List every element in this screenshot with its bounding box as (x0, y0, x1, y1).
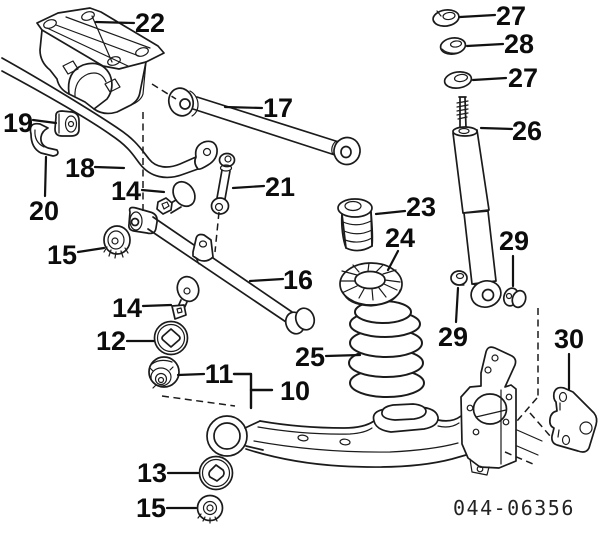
part-22-support-bracket (36, 7, 165, 115)
callout-20: 20 (29, 196, 59, 226)
part-23-bump-stop (337, 198, 374, 252)
leader-line-19 (31, 118, 58, 125)
part-26-shock-absorber (452, 96, 502, 308)
callout-14: 14 (111, 176, 141, 206)
callout-27: 27 (508, 63, 538, 93)
part-29-nut (450, 270, 468, 286)
leader-line-24 (386, 249, 400, 272)
callout-18: 18 (65, 153, 95, 183)
callout-29: 29 (438, 322, 468, 352)
leader-line-18 (93, 165, 126, 170)
leader-line-14 (141, 303, 173, 308)
leader-line-26 (479, 126, 514, 131)
part-14-bolt-lower (171, 275, 200, 320)
callout-16: 16 (283, 265, 313, 295)
part-11-bushing (148, 356, 180, 389)
callout-15: 15 (47, 240, 77, 270)
part-27-washer-lower (443, 71, 473, 89)
diagram-code: 044-06356 (453, 496, 575, 520)
leader-line-14 (140, 188, 166, 194)
part-24-spring-insulator (339, 262, 403, 307)
callout-26: 26 (512, 116, 542, 146)
callout-15: 15 (136, 493, 166, 523)
part-15-nut-lower (196, 494, 224, 524)
callout-27: 27 (496, 1, 526, 31)
part-14-bolt-upper (156, 180, 196, 215)
part-13-cam-plate (198, 455, 234, 491)
part-28-cushion (439, 37, 467, 55)
callout-28: 28 (504, 29, 534, 59)
part-27-retainer-top (432, 9, 460, 27)
callout-14: 14 (112, 293, 142, 323)
part-19-bushing (54, 110, 80, 137)
leader-line-20 (43, 155, 48, 198)
leader-line-22 (94, 20, 136, 25)
callout-30: 30 (554, 324, 584, 354)
leader-line-27 (458, 13, 497, 19)
leader-line-16 (248, 277, 285, 283)
leader-line-21 (231, 184, 266, 190)
leader-line-28 (465, 42, 505, 48)
group-bracket-10-11 (232, 372, 274, 410)
part-25-coil-spring (348, 300, 425, 398)
callout-19: 19 (3, 108, 33, 138)
assembly-dashed-lines (142, 83, 552, 465)
callout-13: 13 (137, 458, 167, 488)
group-bracket-line (232, 372, 253, 410)
part-30-bracket (548, 386, 598, 453)
callout-29: 29 (499, 226, 529, 256)
callout-21: 21 (265, 172, 295, 202)
part-17-lateral-arm (167, 87, 361, 166)
part-18-stabilizer-bar (1, 57, 218, 179)
part-12-cam-plate (153, 320, 189, 356)
callout-25: 25 (295, 342, 325, 372)
leader-line-27 (471, 76, 508, 82)
leader-line-15 (76, 246, 106, 254)
part-16-lateral-arm (128, 206, 316, 335)
leader-line-25 (324, 353, 362, 358)
part-20-clamp (29, 122, 59, 157)
leader-line-17 (223, 105, 264, 110)
callout-22: 22 (135, 8, 165, 38)
callout-11: 11 (205, 359, 234, 389)
callout-23: 23 (406, 192, 436, 222)
part-29-bushing (502, 287, 527, 309)
callout-10: 10 (280, 376, 310, 406)
callout-12: 12 (96, 326, 126, 356)
leader-line-11 (176, 372, 206, 377)
callout-17: 17 (263, 93, 293, 123)
part-15-retainer-upper (103, 225, 131, 259)
part-21-stabilizer-link (210, 152, 236, 215)
leader-line-29 (454, 286, 460, 324)
leader-line-23 (374, 209, 407, 216)
part-10-axle-beam (206, 346, 543, 476)
callout-24: 24 (385, 223, 415, 253)
